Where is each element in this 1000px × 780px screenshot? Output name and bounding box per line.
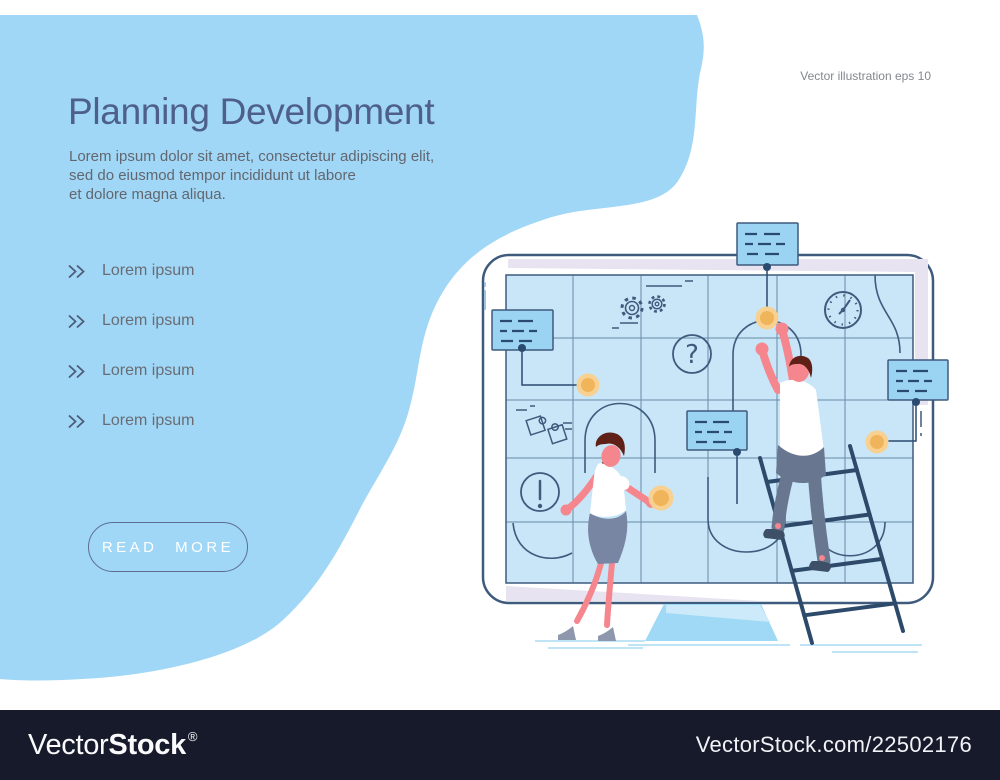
feature-list-label: Lorem ipsum <box>102 312 195 329</box>
puzzle-icon <box>516 405 572 445</box>
sticky-note <box>686 410 748 456</box>
sticky-note <box>736 222 799 271</box>
exclamation-icon <box>520 472 560 512</box>
planning-board-illustration: ? <box>481 222 949 653</box>
monitor-stand <box>645 604 778 641</box>
footer-bar: VectorStock® VectorStock.com/22502176 <box>0 710 1000 780</box>
read-more-button[interactable]: READ MORE <box>88 522 248 572</box>
double-chevron-icon <box>66 313 88 330</box>
hero-description-line: Lorem ipsum dolor sit amet, consectetur … <box>69 148 435 165</box>
logo-bold: Stock <box>108 728 186 761</box>
footer-site-ref: VectorStock.com/22502176 <box>695 732 972 757</box>
question-icon: ? <box>672 334 712 374</box>
connector-node <box>755 306 779 330</box>
double-chevron-icon <box>66 413 88 430</box>
connector-node <box>865 430 889 454</box>
double-chevron-icon <box>66 363 88 380</box>
sticky-note <box>887 359 949 406</box>
feature-list-label: Lorem ipsum <box>102 362 195 379</box>
sticky-notes <box>491 222 949 456</box>
page-title: Planning Development <box>68 90 435 132</box>
connector-node <box>648 485 674 511</box>
note-connectors <box>521 271 917 504</box>
stopwatch-icon <box>824 291 862 329</box>
man-on-ladder <box>755 322 831 572</box>
logo-prefix: Vector <box>28 728 109 761</box>
eps-note: Vector illustration eps 10 <box>800 69 931 83</box>
sticky-note <box>491 309 554 352</box>
connector-node <box>576 373 600 397</box>
woman-organizing-board <box>558 432 674 641</box>
question-glyph: ? <box>685 340 699 370</box>
feature-list-item: Lorem ipsum <box>66 256 194 286</box>
feature-list-item: Lorem ipsum <box>66 356 194 386</box>
feature-list-label: Lorem ipsum <box>102 412 195 429</box>
feature-list-item: Lorem ipsum <box>66 306 194 336</box>
hero-description-line: sed do eiusmod tempor incididunt ut labo… <box>69 167 356 184</box>
hero-description-line: et dolore magna aliqua. <box>69 186 226 203</box>
ground-lines <box>535 640 922 653</box>
gears-icon <box>612 280 693 329</box>
feature-list: Lorem ipsum Lorem ipsum Lorem ipsum Lore… <box>66 256 194 456</box>
registered-mark: ® <box>187 728 198 744</box>
double-chevron-icon <box>66 263 88 280</box>
feature-list-label: Lorem ipsum <box>102 262 195 279</box>
connector-nodes <box>576 306 889 454</box>
hero-description: Lorem ipsum dolor sit amet, consectetur … <box>69 147 434 204</box>
vectorstock-logo: VectorStock® <box>28 729 197 762</box>
board-icons: ? <box>516 280 862 512</box>
feature-list-item: Lorem ipsum <box>66 406 194 436</box>
